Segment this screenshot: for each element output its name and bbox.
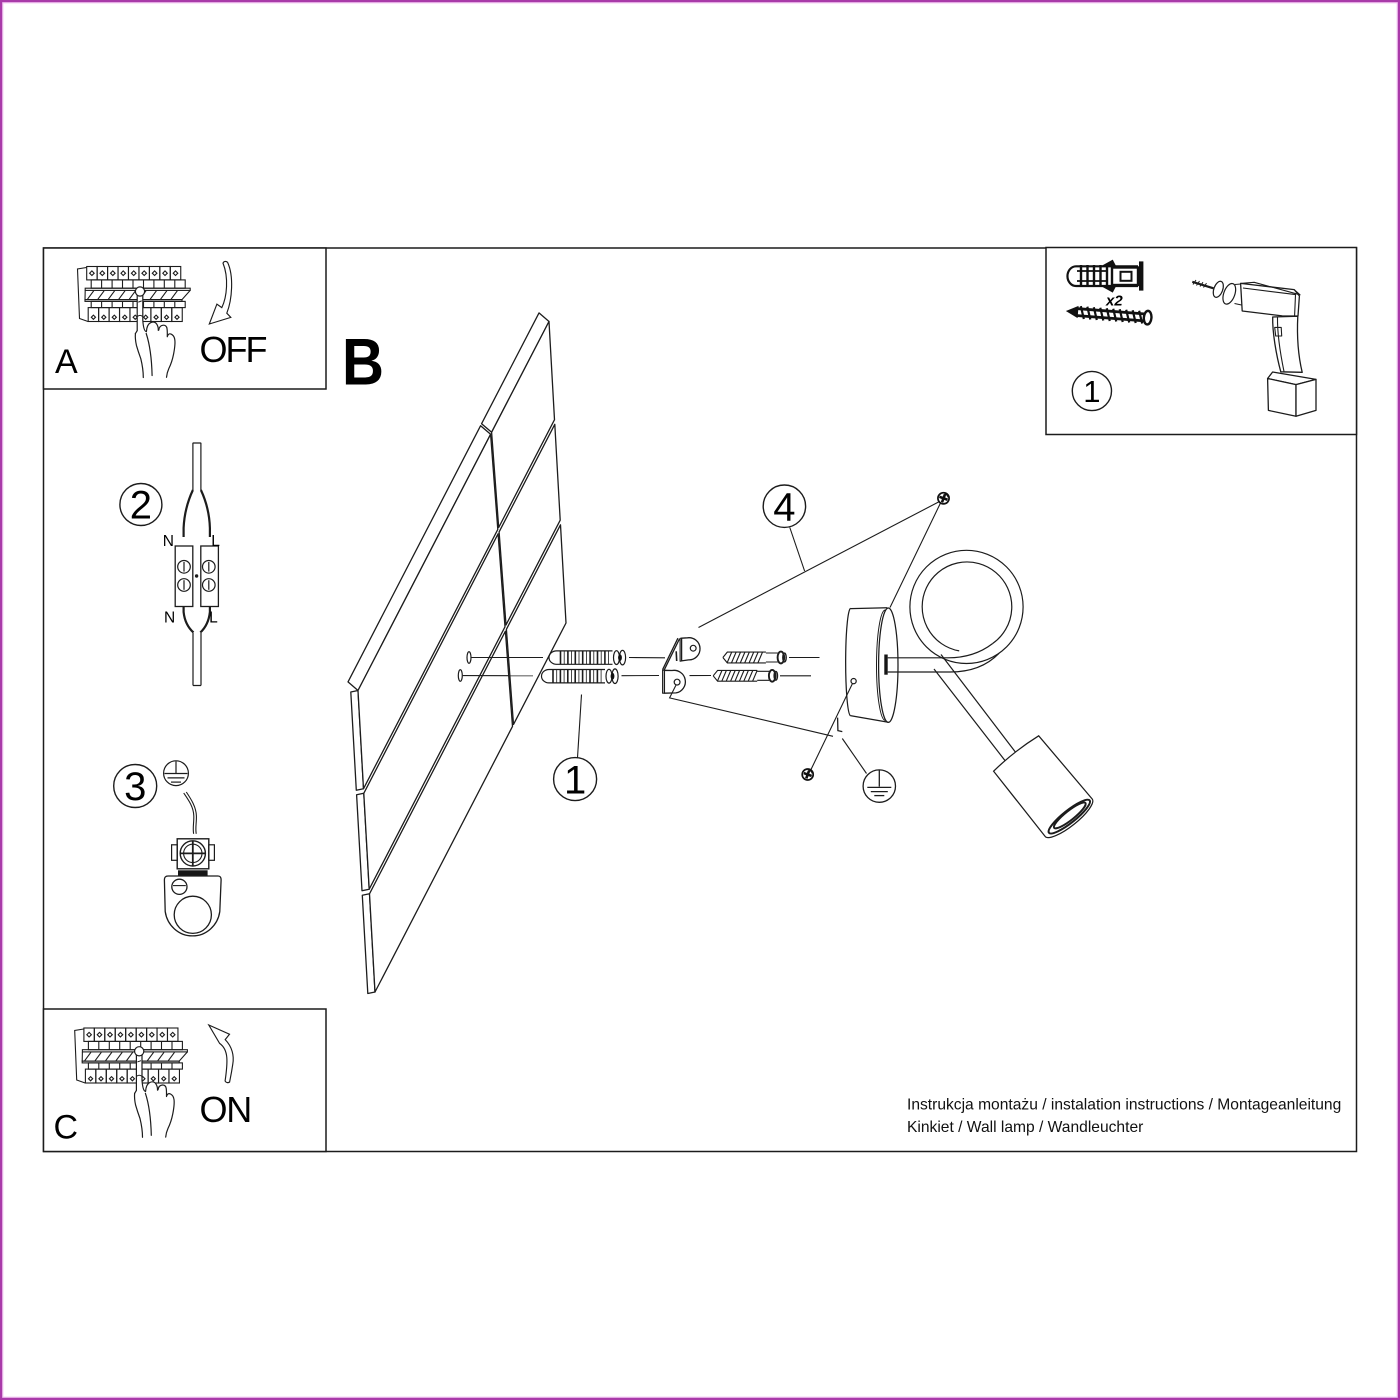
svg-text:ON: ON [200,1089,252,1130]
svg-text:N: N [164,610,175,627]
svg-text:Instrukcja montażu / instalati: Instrukcja montażu / instalation instruc… [907,1097,1341,1114]
svg-text:N: N [163,533,174,550]
svg-text:1: 1 [1083,374,1100,409]
svg-text:1: 1 [564,758,586,802]
svg-text:4: 4 [773,485,795,529]
svg-text:2: 2 [130,484,152,528]
svg-text:L: L [209,610,218,627]
svg-text:Kinkiet / Wall lamp / Wandleuc: Kinkiet / Wall lamp / Wandleuchter [907,1119,1143,1136]
svg-text:x2: x2 [1105,293,1123,310]
svg-text:OFF: OFF [200,329,267,370]
svg-text:B: B [342,325,384,399]
svg-text:3: 3 [124,765,146,809]
svg-text:C: C [54,1109,79,1147]
svg-text:L: L [211,533,220,550]
svg-text:A: A [55,343,78,381]
